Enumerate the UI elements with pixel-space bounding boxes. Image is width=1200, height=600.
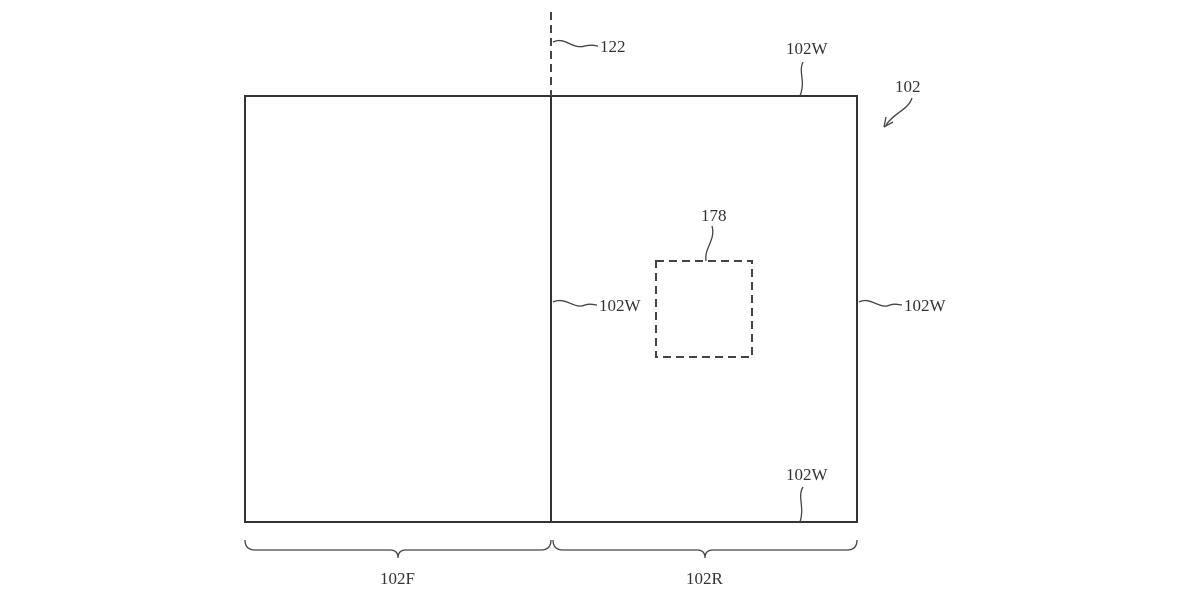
leader-178 [705, 225, 714, 262]
leader-122 [552, 39, 599, 48]
brace-102f [244, 539, 552, 559]
label-102f: 102F [380, 569, 415, 588]
label-178: 178 [701, 206, 727, 225]
label-102w-top: 102W [786, 39, 829, 58]
label-102r: 102R [686, 569, 724, 588]
leader-102w-right [858, 299, 903, 307]
label-102w-right: 102W [904, 296, 947, 315]
label-102: 102 [895, 77, 921, 96]
arrow-102 [885, 97, 913, 126]
label-102w-bottom: 102W [786, 465, 829, 484]
label-102w-middle: 102W [599, 296, 642, 315]
leader-102w-top [799, 61, 804, 97]
sensor-region-178 [655, 260, 753, 358]
leader-102w-bottom [799, 486, 804, 523]
brace-102r [552, 539, 858, 559]
arrowhead-icon [883, 116, 894, 128]
label-122: 122 [600, 37, 626, 56]
leader-102w-middle [552, 299, 598, 307]
